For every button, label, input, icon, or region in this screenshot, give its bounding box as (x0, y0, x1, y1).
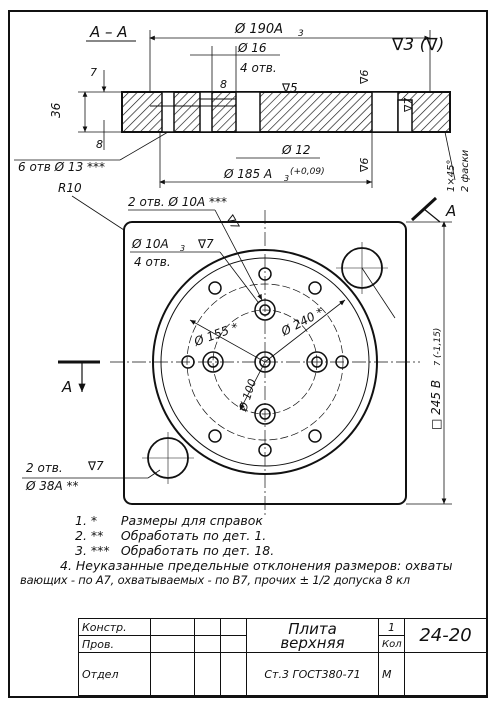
note-4: 4. Неуказанные предельные отклонения раз… (60, 558, 453, 573)
tb-qty: 1 (378, 618, 405, 636)
dim-holes2: 2 отв. Ø 10А *** (128, 195, 227, 209)
dim-holes4b: 4 отв. (134, 255, 171, 269)
arrow-a-top: А (445, 202, 456, 220)
roughness-5: ∇5 (281, 81, 298, 95)
dim-8b: 8 (96, 138, 103, 151)
drawing-frame (8, 10, 488, 698)
dim-d100: Ø 100 (236, 377, 259, 414)
dim-holes4: 4 отв. (240, 61, 277, 75)
note-3: 3. *** Обработать по дет. 18. (75, 543, 275, 558)
section-label: А – А (89, 23, 128, 41)
tb-scale: М (378, 652, 405, 696)
arrow-a-left: А (61, 378, 72, 396)
dim-chamfer: 1×45° (446, 160, 457, 192)
dim-d190: Ø 190А (234, 22, 283, 37)
tb-prov: Пров. (78, 635, 151, 653)
roughness-7: ∇7 (402, 98, 415, 113)
roughness-7c: ∇7 (197, 237, 214, 251)
dim-side: □ 245 В (429, 380, 443, 430)
roughness-7b: ∇7 (223, 212, 242, 232)
dim-d10: Ø 10А (131, 237, 169, 251)
dim-side-tol: (-1,15) (433, 328, 443, 358)
dim-holes2b: 2 отв. (26, 461, 63, 475)
notes-block: 1. * Размеры для справок 2. ** Обработат… (20, 513, 490, 588)
roughness-6a: ∇6 (358, 70, 371, 85)
plan-view (22, 195, 452, 515)
section-view (14, 30, 456, 188)
dim-d10-sub: 3 (180, 244, 185, 253)
dim-d185-sub: 3 (284, 174, 289, 183)
dim-holes6: 6 отв Ø 13 *** (18, 160, 105, 174)
dim-d38: Ø 38А ** (25, 479, 79, 493)
dim-side-sub: 7 (433, 360, 442, 366)
dim-d190-sub: 3 (298, 29, 304, 39)
dim-36: 36 (49, 102, 63, 118)
general-roughness: ∇3 (∇) (391, 35, 444, 55)
tb-code: 24-20 (404, 618, 487, 653)
dim-chamfer2: 2 фаски (460, 149, 471, 192)
dim-7: 7 (90, 66, 97, 79)
roughness-6b: ∇6 (358, 158, 371, 173)
tb-qty-label: Кол (378, 635, 405, 653)
dim-d185: Ø 185 А (223, 167, 272, 181)
dim-d240: Ø 240 * (278, 305, 326, 339)
dim-d12: Ø 12 (281, 143, 311, 157)
tb-otdel: Отдел (78, 652, 151, 696)
note-1: 1. * Размеры для справок (75, 513, 263, 528)
dim-8: 8 (220, 78, 227, 91)
tb-material: Ст.3 ГОСТ380-71 (246, 652, 379, 696)
tb-konstr: Констр. (78, 618, 151, 636)
note-2: 2. ** Обработать по дет. 1. (75, 528, 267, 543)
dim-d185-tol: (+0,09) (290, 167, 325, 177)
dim-r10: R10 (58, 181, 82, 195)
roughness-7d: ∇7 (87, 459, 104, 473)
dim-d16: Ø 16 (237, 41, 267, 55)
note-4-cont: вающих - по А7, охватываемых - по В7, пр… (20, 573, 410, 587)
